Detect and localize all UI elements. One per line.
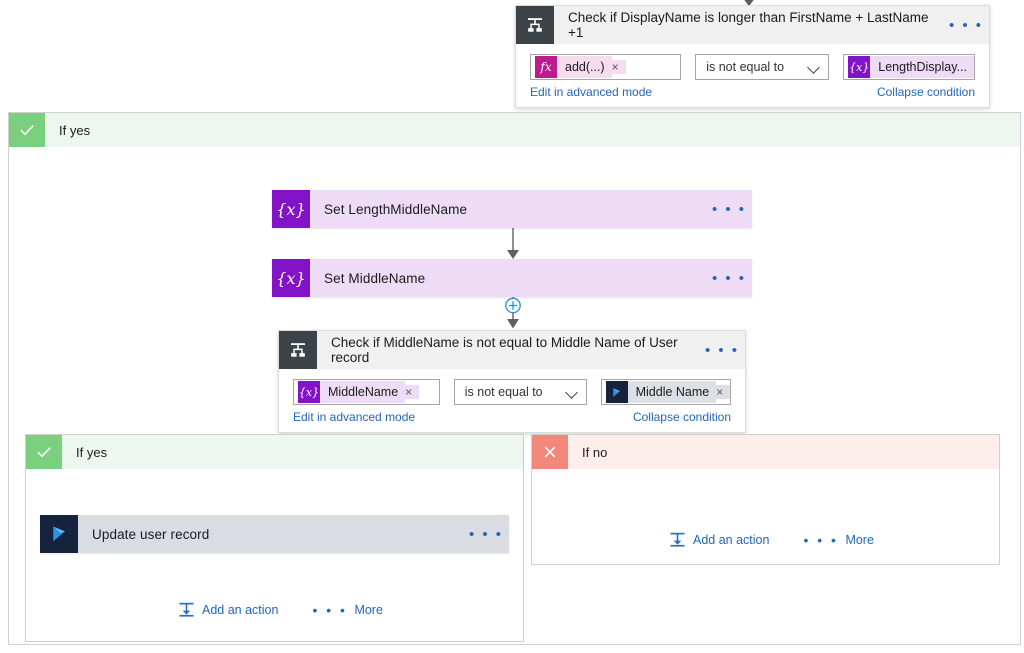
more-button[interactable]: • • • More [803,533,873,547]
edit-advanced-mode-link[interactable]: Edit in advanced mode [293,410,416,424]
branch-header[interactable]: If yes [9,113,1020,147]
action-title: Set LengthMiddleName [324,201,468,217]
condition-links: Edit in advanced mode Collapse condition [530,85,975,99]
token-remove-icon[interactable]: × [973,60,975,74]
condition-title: Check if MiddleName is not equal to Midd… [331,335,678,365]
add-an-action-label: Add an action [202,602,279,617]
add-an-action-label: Add an action [693,532,770,547]
token-variable-middlename[interactable]: {x} MiddleName × [298,381,420,403]
condition-title: Check if DisplayName is longer than Firs… [568,10,929,40]
action-set-lengthmiddlename[interactable]: {x} Set LengthMiddleName • • • [272,190,752,228]
add-action-row-yes: Add an action • • • More [178,601,383,618]
condition-operator-select[interactable]: is not equal to [453,379,587,405]
more-label: More [354,602,383,617]
action-set-middlename[interactable]: {x} Set MiddleName • • • [272,259,752,297]
condition-card-middlename: Check if MiddleName is not equal to Midd… [278,330,746,433]
more-button[interactable]: • • • More [312,603,382,617]
action-menu-button[interactable]: • • • [711,269,747,287]
token-label: add(...) [557,56,612,78]
dynamics-icon [40,515,78,553]
check-icon [9,113,45,147]
token-remove-icon[interactable]: × [611,60,626,74]
collapse-condition-link[interactable]: Collapse condition [632,410,731,424]
condition-left-operand[interactable]: fx add(...) × [530,54,682,80]
condition-icon [516,6,554,44]
branch-label: If yes [59,122,91,138]
condition-row: fx add(...) × is not equal to {x} Length… [530,54,975,80]
edit-advanced-mode-link[interactable]: Edit in advanced mode [530,85,653,99]
close-icon [532,435,568,469]
variable-icon: {x} [272,259,310,297]
collapse-condition-link[interactable]: Collapse condition [876,85,975,99]
token-dynamics-middle-name[interactable]: Middle Name × [605,381,730,403]
condition-header[interactable]: Check if MiddleName is not equal to Midd… [279,331,745,369]
token-remove-icon[interactable]: × [405,385,420,399]
condition-menu-button[interactable]: • • • [704,341,740,359]
branch-if-no-inner: If no [531,434,1000,565]
condition-links: Edit in advanced mode Collapse condition [293,410,731,424]
condition-right-operand[interactable]: Middle Name × [600,379,731,405]
action-menu-button[interactable]: • • • [468,525,504,543]
chevron-down-icon [567,387,578,398]
more-label: More [845,532,874,547]
condition-body: fx add(...) × is not equal to {x} Length… [516,44,989,107]
add-action-row-no: Add an action • • • More [669,531,874,548]
add-an-action-button[interactable]: Add an action [178,601,278,618]
add-an-action-button[interactable]: Add an action [669,531,769,548]
condition-left-operand[interactable]: {x} MiddleName × [293,379,440,405]
token-remove-icon[interactable]: × [716,385,730,399]
add-action-icon [669,531,686,548]
token-function-add[interactable]: fx add(...) × [535,56,626,78]
condition-row: {x} MiddleName × is not equal to Middle … [293,379,731,405]
variable-icon: {x} [272,190,310,228]
token-label: LengthDisplay... [870,56,974,78]
more-dots-icon: • • • [803,531,839,548]
branch-label: If no [582,444,608,460]
more-dots-icon: • • • [312,601,348,618]
condition-card-displayname: Check if DisplayName is longer than Firs… [515,5,990,108]
branch-header[interactable]: If yes [26,435,523,469]
connector-arrow-1 [504,228,522,260]
action-menu-button[interactable]: • • • [711,200,747,218]
branch-label: If yes [76,444,108,460]
check-icon [26,435,62,469]
token-label: MiddleName [320,381,406,403]
variable-icon: {x} [298,381,320,403]
branch-header[interactable]: If no [532,435,999,469]
condition-body: {x} MiddleName × is not equal to Middle … [279,369,745,432]
action-title: Set MiddleName [324,270,426,286]
function-icon: fx [535,56,557,78]
token-label: Middle Name [627,381,717,403]
condition-operator-select[interactable]: is not equal to [695,54,830,80]
add-action-icon [178,601,195,618]
operator-value: is not equal to [706,60,785,74]
condition-icon [279,331,317,369]
condition-header[interactable]: Check if DisplayName is longer than Firs… [516,6,989,44]
condition-menu-button[interactable]: • • • [948,16,984,34]
action-update-user-record[interactable]: Update user record • • • [40,515,509,553]
variable-icon: {x} [848,56,871,78]
chevron-down-icon [809,62,820,73]
connector-insert-step[interactable] [504,297,522,331]
connector-arrow-top [740,0,758,6]
operator-value: is not equal to [464,385,543,399]
condition-right-operand[interactable]: {x} LengthDisplay... × [843,54,975,80]
action-title: Update user record [92,526,210,542]
token-variable-lengthdisplay[interactable]: {x} LengthDisplay... × [848,56,975,78]
dynamics-icon [605,381,628,403]
